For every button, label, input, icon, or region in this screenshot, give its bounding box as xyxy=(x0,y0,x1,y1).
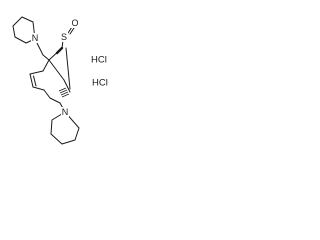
sulfur-label: S xyxy=(61,32,67,42)
atom-label-n-top: N xyxy=(31,33,39,43)
oxygen-label: O xyxy=(71,18,78,28)
hcl-label: HCl xyxy=(92,78,108,89)
bicyclic-ring-bonds xyxy=(29,38,71,93)
lower-chain xyxy=(32,86,61,104)
hcl-label: HCl xyxy=(91,55,107,66)
nitrogen-label: N xyxy=(62,107,69,117)
atom-label-o: O xyxy=(71,18,79,28)
molecule-structure: N S O N HCl HCl xyxy=(12,16,108,145)
atom-label-n-bottom: N xyxy=(61,107,69,117)
top-piperidine-ring xyxy=(12,16,36,44)
nitrogen-label: N xyxy=(32,33,39,43)
stereo-wedges xyxy=(55,46,70,98)
double-bond xyxy=(29,73,37,88)
atom-label-s: S xyxy=(60,32,68,42)
bottom-piperidine-ring xyxy=(50,111,80,145)
